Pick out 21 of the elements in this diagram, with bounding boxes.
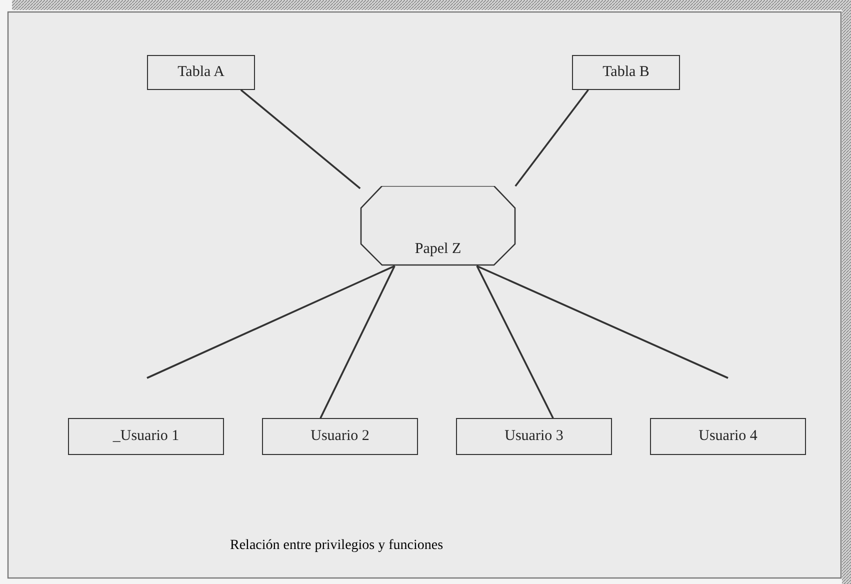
node-label: Usuario 4 [698,428,758,445]
connector-line [514,89,589,187]
node-label: Tabla A [178,64,224,81]
table-box [572,55,680,90]
table-box [147,55,255,90]
table-box [262,418,418,455]
connector-line [146,265,396,379]
connector-line [320,266,396,418]
connector-line [476,265,728,379]
node-label: Usuario 3 [504,428,564,445]
connector-line [240,89,361,190]
caption: Relación entre privilegios y funciones [230,538,444,554]
node-label: Usuario 2 [310,428,370,445]
node-label: Tabla B [602,64,650,81]
table-box [68,418,224,455]
table-box [650,418,806,455]
node-label: _Usuario 1 [112,428,180,445]
octagon-node [360,186,516,266]
table-box [456,418,612,455]
connector-line [476,266,554,418]
node-label: Papel Z [414,241,462,258]
